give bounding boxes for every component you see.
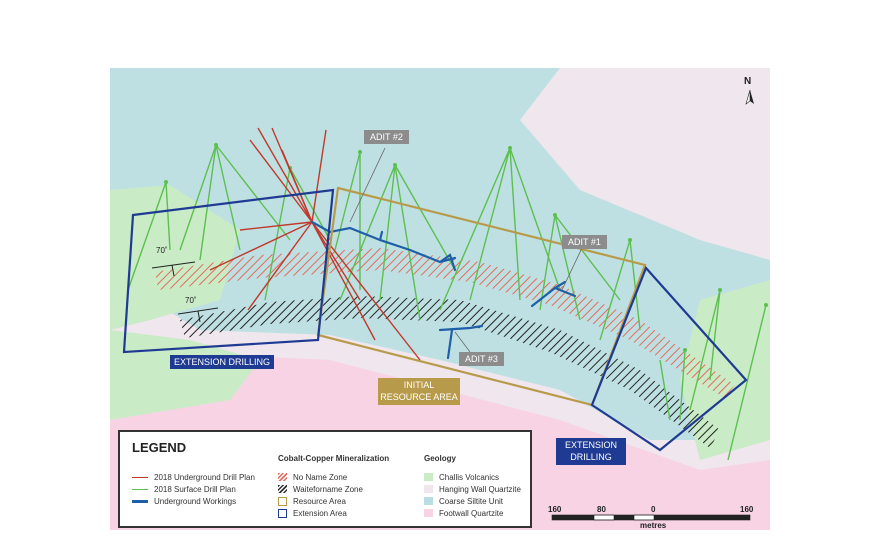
legend-item-surface-drill: 2018 Surface Drill Plan <box>132 484 236 494</box>
north-arrow-icon <box>745 89 754 105</box>
scale-unit: metres <box>640 521 667 530</box>
legend-item-waiteforname-zone: Waiteforname Zone <box>278 484 363 494</box>
legend-item-challis-volcanics: Challis Volcanics <box>424 472 499 482</box>
legend-item-coarse-siltite: Coarse Siltite Unit <box>424 496 503 506</box>
legend-item-no-name-zone: No Name Zone <box>278 472 347 482</box>
adit-1-label: ADIT #1 <box>562 235 607 249</box>
dip-label-1: 70˚ <box>156 246 168 255</box>
waiteforname-zone <box>180 296 720 448</box>
extension-area-right <box>590 265 748 452</box>
north-label: N <box>744 76 752 87</box>
underground-workings <box>310 220 577 360</box>
coarse-siltite-area <box>110 68 770 440</box>
legend-item-underground-drill: 2018 Underground Drill Plan <box>132 472 255 482</box>
strike-dip-symbol-1 <box>151 261 196 277</box>
legend-swatch <box>278 508 287 518</box>
extension-area-left <box>122 188 335 354</box>
legend-item-extension-area: Extension Area <box>278 508 347 518</box>
challis-volcanics-bottom <box>110 330 260 420</box>
legend-swatch <box>424 473 433 481</box>
legend-swatch <box>424 497 433 505</box>
legend-swatch <box>132 476 148 478</box>
dip-label-2: 70˚ <box>185 296 197 305</box>
strike-dip-symbol-2 <box>177 307 219 323</box>
scale-bar <box>551 514 751 521</box>
adit-2-label: ADIT #2 <box>364 130 409 144</box>
scale-tick-80: 80 <box>597 505 606 514</box>
scale-tick-0: 0 <box>651 505 656 514</box>
legend-title: LEGEND <box>132 440 187 455</box>
underground-drill-plan <box>209 127 421 361</box>
scale-tick-160-left: 160 <box>548 505 562 514</box>
legend-swatch <box>278 473 287 481</box>
legend-swatch <box>132 499 148 503</box>
extension-drilling-left-label: EXTENSION DRILLING <box>170 355 274 369</box>
legend-swatch <box>132 488 148 490</box>
legend-swatch <box>278 485 287 493</box>
initial-resource-area-label: INITIAL RESOURCE AREA <box>378 378 460 405</box>
legend-swatch <box>424 485 433 493</box>
legend-item-footwall: Footwall Quartzite <box>424 508 503 518</box>
legend-item-resource-area: Resource Area <box>278 496 346 506</box>
legend-swatch <box>424 509 433 517</box>
surface-drill-collars <box>164 143 768 352</box>
legend-item-hanging-wall: Hanging Wall Quartzite <box>424 484 521 494</box>
no-name-zone <box>155 248 735 398</box>
challis-volcanics-left <box>110 185 240 330</box>
legend: LEGEND 2018 Underground Drill Plan 2018 … <box>118 430 532 528</box>
legend-item-underground-workings: Underground Workings <box>132 496 236 506</box>
legend-mineralization-header: Cobalt-Copper Mineralization <box>278 454 390 463</box>
legend-geology-header: Geology <box>424 454 457 463</box>
scale-tick-160-right: 160 <box>740 505 754 514</box>
legend-swatch <box>278 496 287 506</box>
adit-3-label: ADIT #3 <box>459 352 504 366</box>
extension-drilling-right-label: EXTENSION DRILLING <box>556 438 626 465</box>
surface-drill-plan <box>127 144 767 461</box>
